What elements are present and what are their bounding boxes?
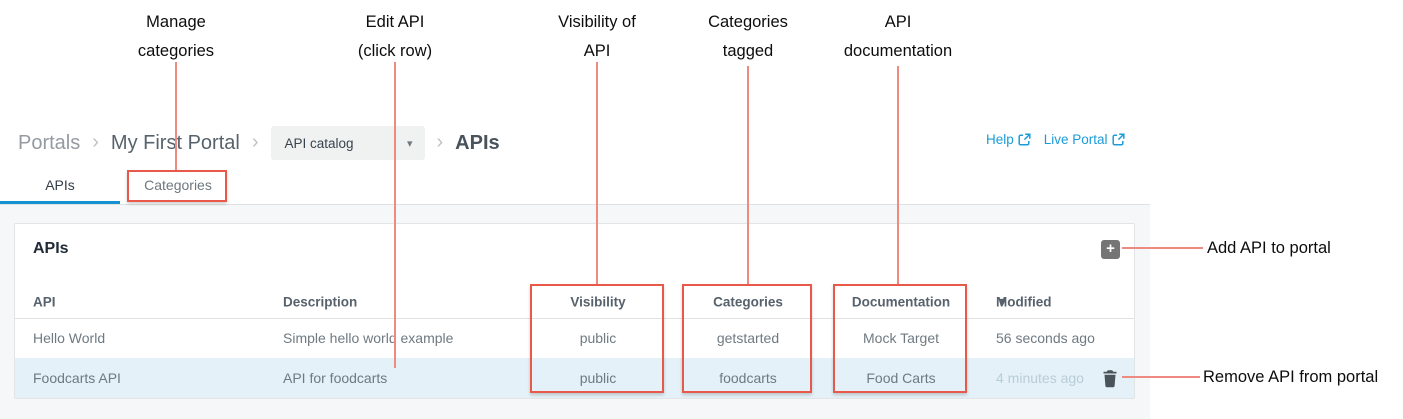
help-link[interactable]: Help [986, 132, 1031, 147]
chevron-right-icon: › [251, 130, 259, 153]
callout-categories-tagged: Categories tagged [658, 8, 838, 66]
callout-api-documentation: API documentation [808, 8, 988, 66]
trash-icon [1103, 370, 1117, 388]
breadcrumb-portals-link[interactable]: Portals [18, 131, 81, 154]
remove-api-button[interactable] [1101, 369, 1119, 388]
active-tab-underline [0, 201, 120, 205]
callout-line: documentation [843, 42, 953, 60]
callout-line: API [583, 42, 611, 60]
annotation-line-categories [747, 66, 749, 284]
header-documentation: Documentation [851, 294, 951, 310]
callout-line: tagged [722, 42, 774, 60]
callout-add-api: Add API to portal [1207, 239, 1331, 257]
cell-modified: 56 seconds ago [996, 330, 1095, 346]
cell-description: Simple hello world example [283, 330, 454, 346]
header-modified-label: Modified [996, 294, 1052, 310]
catalog-dropdown-value: API catalog [284, 135, 354, 151]
cell-description: API for foodcarts [283, 370, 388, 386]
cell-api: Foodcarts API [33, 370, 121, 386]
table-row-foodcarts[interactable]: Foodcarts API API for foodcarts public f… [15, 358, 1134, 398]
cell-api: Hello World [33, 330, 106, 346]
tab-categories[interactable]: Categories [128, 172, 228, 202]
cell-categories: getstarted [716, 330, 780, 346]
tabbar-divider [0, 204, 1150, 205]
live-portal-link[interactable]: Live Portal [1044, 132, 1125, 147]
cell-visibility: public [579, 370, 617, 386]
help-link-label: Help [986, 132, 1014, 147]
annotation-line-documentation [897, 66, 899, 284]
breadcrumb-current-page: APIs [455, 131, 500, 154]
table-row-hello-world[interactable]: Hello World Simple hello world example p… [15, 318, 1134, 358]
chevron-down-icon: ▾ [406, 137, 413, 150]
header-links: Help Live Portal [986, 132, 1125, 147]
sort-desc-icon: ▾ [999, 294, 1006, 309]
cell-documentation: Mock Target [863, 330, 939, 346]
chevron-right-icon: › [436, 130, 444, 153]
header-visibility: Visibility [570, 294, 626, 310]
header-description: Description [283, 294, 358, 310]
tab-apis[interactable]: APIs [45, 177, 75, 193]
annotation-box-categories-column [682, 284, 812, 393]
annotation-line-remove-api [1122, 376, 1200, 378]
header-api: API [33, 294, 56, 310]
callout-line: (click row) [357, 42, 433, 60]
add-api-button[interactable]: + [1101, 240, 1120, 259]
annotation-box-categories-tab [127, 170, 227, 202]
callout-visibility-of-api: Visibility of API [507, 8, 687, 66]
annotation-line-manage-categories [175, 62, 177, 170]
cell-categories: foodcarts [719, 370, 777, 386]
annotation-line-visibility [596, 62, 598, 284]
card-title: APIs [33, 240, 69, 257]
cell-documentation: Food Carts [866, 370, 936, 386]
cell-modified: 4 minutes ago [996, 370, 1084, 386]
apis-card: APIs + API Description Visibility Catego… [14, 223, 1135, 399]
plus-icon: + [1106, 240, 1115, 257]
cell-visibility: public [579, 330, 617, 346]
breadcrumb: Portals › My First Portal › API catalog … [18, 124, 500, 162]
annotation-line-edit-api [394, 62, 396, 368]
callout-line: categories [137, 42, 215, 60]
table-header-row: API Description Visibility Categories Do… [15, 286, 1134, 318]
callout-line: Visibility of [558, 13, 636, 31]
annotation-box-visibility-column [530, 284, 664, 393]
header-divider [15, 318, 1134, 319]
annotation-box-documentation-column [833, 284, 967, 393]
callout-manage-categories: Manage categories [86, 8, 266, 66]
external-link-icon [1112, 133, 1125, 146]
callout-line: Edit API [365, 13, 425, 31]
callout-remove-api: Remove API from portal [1203, 368, 1379, 386]
callout-edit-api: Edit API (click row) [305, 8, 485, 66]
catalog-dropdown[interactable]: API catalog ▾ [270, 126, 425, 160]
external-link-icon [1018, 133, 1031, 146]
chevron-right-icon: › [92, 130, 99, 153]
callout-line: API [884, 13, 912, 31]
live-portal-link-label: Live Portal [1043, 132, 1108, 147]
callout-line: Manage [146, 13, 206, 31]
annotation-line-add-api [1122, 247, 1203, 249]
header-categories: Categories [713, 294, 783, 310]
callout-line: Categories [708, 13, 788, 31]
